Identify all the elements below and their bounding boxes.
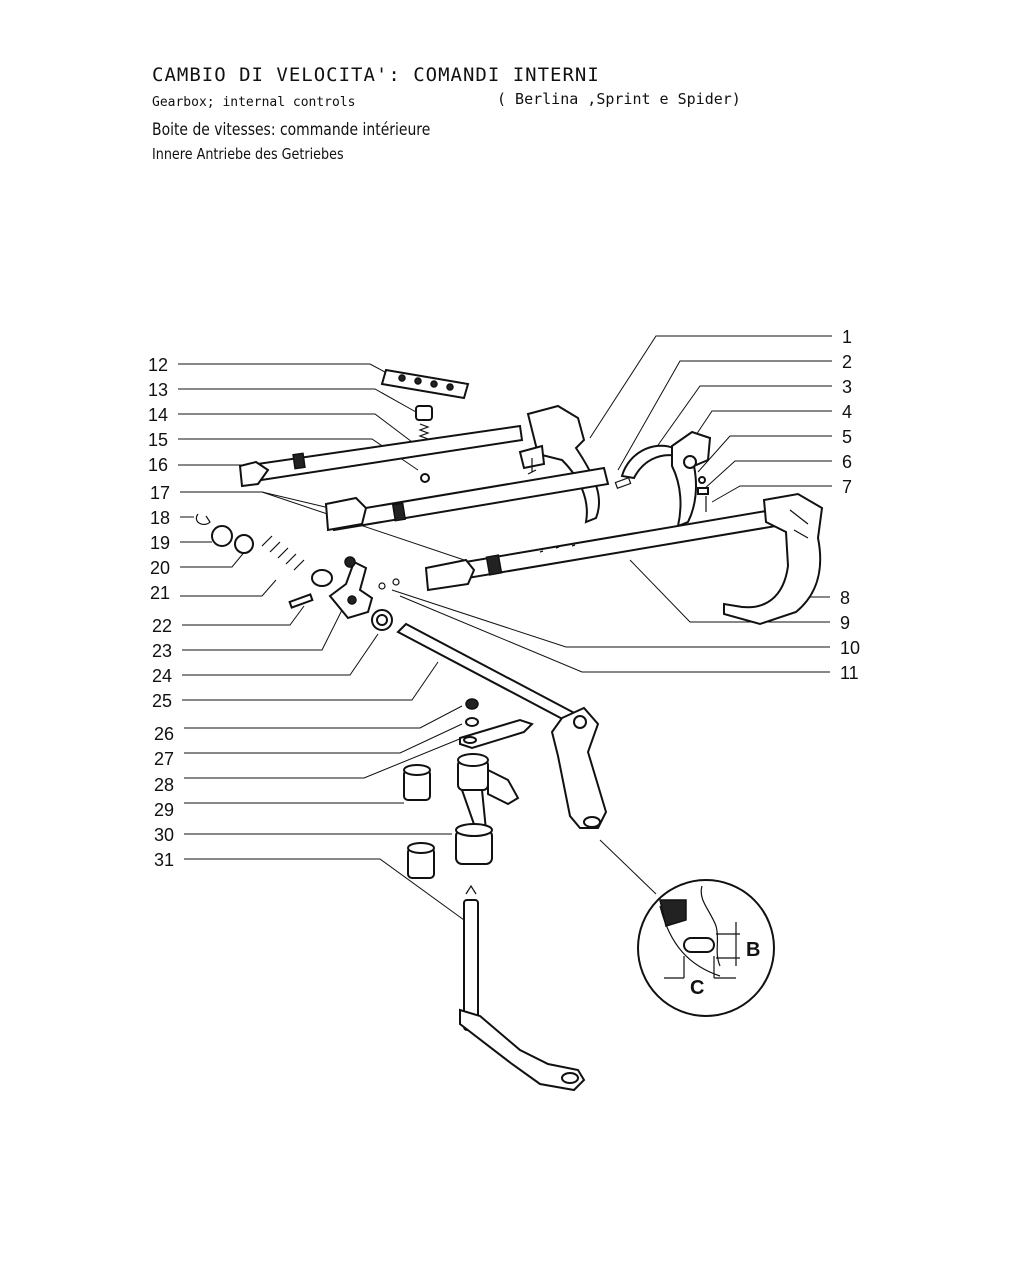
callout-2: 2 — [842, 352, 852, 372]
part-3-4-fork — [620, 430, 712, 528]
leader-28 — [184, 737, 463, 779]
part-28-30-bushes-lever — [403, 753, 520, 879]
callout-18: 18 — [150, 508, 170, 528]
callout-22: 22 — [152, 616, 172, 636]
part-17-rod-middle — [324, 466, 632, 532]
title-german: Innere Antriebe des Getriebes — [152, 145, 344, 163]
callout-29: 29 — [154, 800, 174, 820]
leader-9 — [629, 559, 830, 623]
detail-label-b: B — [746, 939, 760, 961]
leader-13 — [178, 388, 417, 413]
part-18-20-clips-spring — [195, 513, 333, 587]
callout-12: 12 — [148, 355, 168, 375]
callout-26: 26 — [154, 724, 174, 744]
callout-8: 8 — [840, 588, 850, 608]
callout-23: 23 — [152, 641, 172, 661]
part-25-shaft — [396, 622, 608, 829]
callout-17: 17 — [150, 483, 170, 503]
detail-circle: B C — [599, 839, 775, 1017]
leader-11 — [399, 595, 830, 673]
leader-25 — [182, 661, 439, 701]
part-8-reverse-fork — [723, 492, 824, 626]
leader-15 — [178, 438, 419, 471]
callout-24: 24 — [152, 666, 172, 686]
leader-2 — [617, 360, 832, 471]
callout-7: 7 — [842, 477, 852, 497]
leader-12 — [178, 363, 397, 379]
callout-30: 30 — [154, 825, 174, 845]
leader-5 — [697, 435, 832, 473]
leader-6 — [702, 460, 832, 491]
part-21-23-lever — [288, 556, 400, 620]
part-12-plate — [380, 368, 470, 400]
part-9-rod-lower — [424, 508, 785, 592]
part-31-lower-lever — [459, 884, 586, 1092]
part-26-27-link — [459, 698, 534, 750]
part-1-fork — [518, 404, 601, 524]
title-french: Boite de vitesses: commande intérieure — [152, 120, 431, 140]
callout-20: 20 — [150, 558, 170, 578]
callout-13: 13 — [148, 380, 168, 400]
callout-9: 9 — [840, 613, 850, 633]
callout-25: 25 — [152, 691, 172, 711]
parts-drawing: B C — [195, 368, 824, 1092]
callout-19: 19 — [150, 533, 170, 553]
callout-15: 15 — [148, 430, 168, 450]
callout-21: 21 — [150, 583, 170, 603]
callout-31: 31 — [154, 850, 174, 870]
callout-4: 4 — [842, 402, 852, 422]
title-italian: CAMBIO DI VELOCITA': COMANDI INTERNI — [152, 64, 600, 86]
leader-17b — [261, 491, 489, 569]
detail-label-c: C — [690, 977, 704, 999]
leader-21 — [180, 579, 277, 597]
callout-16: 16 — [148, 455, 168, 475]
callout-28: 28 — [154, 775, 174, 795]
leader-14 — [178, 413, 421, 449]
part-24-washer — [371, 609, 393, 631]
leader-31 — [184, 858, 465, 921]
leader-20 — [180, 549, 247, 568]
callout-10: 10 — [840, 638, 860, 658]
callout-1: 1 — [842, 327, 852, 347]
callout-3: 3 — [842, 377, 852, 397]
leader-24 — [182, 633, 379, 676]
leader-26 — [184, 705, 463, 729]
leader-23 — [182, 609, 343, 651]
callout-27: 27 — [154, 749, 174, 769]
leader-3 — [645, 385, 832, 463]
leader-1 — [589, 335, 832, 439]
callout-6: 6 — [842, 452, 852, 472]
leader-10 — [391, 589, 830, 648]
models-note: ( Berlina ,Sprint e Spider) — [497, 90, 741, 108]
callout-14: 14 — [148, 405, 168, 425]
leader-7 — [711, 485, 832, 503]
title-english: Gearbox; internal controls — [152, 95, 356, 110]
callout-5: 5 — [842, 427, 852, 447]
part-16-rod-upper — [238, 424, 524, 488]
callout-11: 11 — [840, 663, 859, 683]
left-callouts: 12 13 14 15 16 17 18 19 20 21 22 23 24 2… — [148, 355, 489, 921]
right-callouts: 1 2 3 4 5 6 7 8 9 10 11 — [391, 327, 860, 683]
leader-22 — [182, 605, 305, 626]
leader-27 — [184, 723, 463, 754]
